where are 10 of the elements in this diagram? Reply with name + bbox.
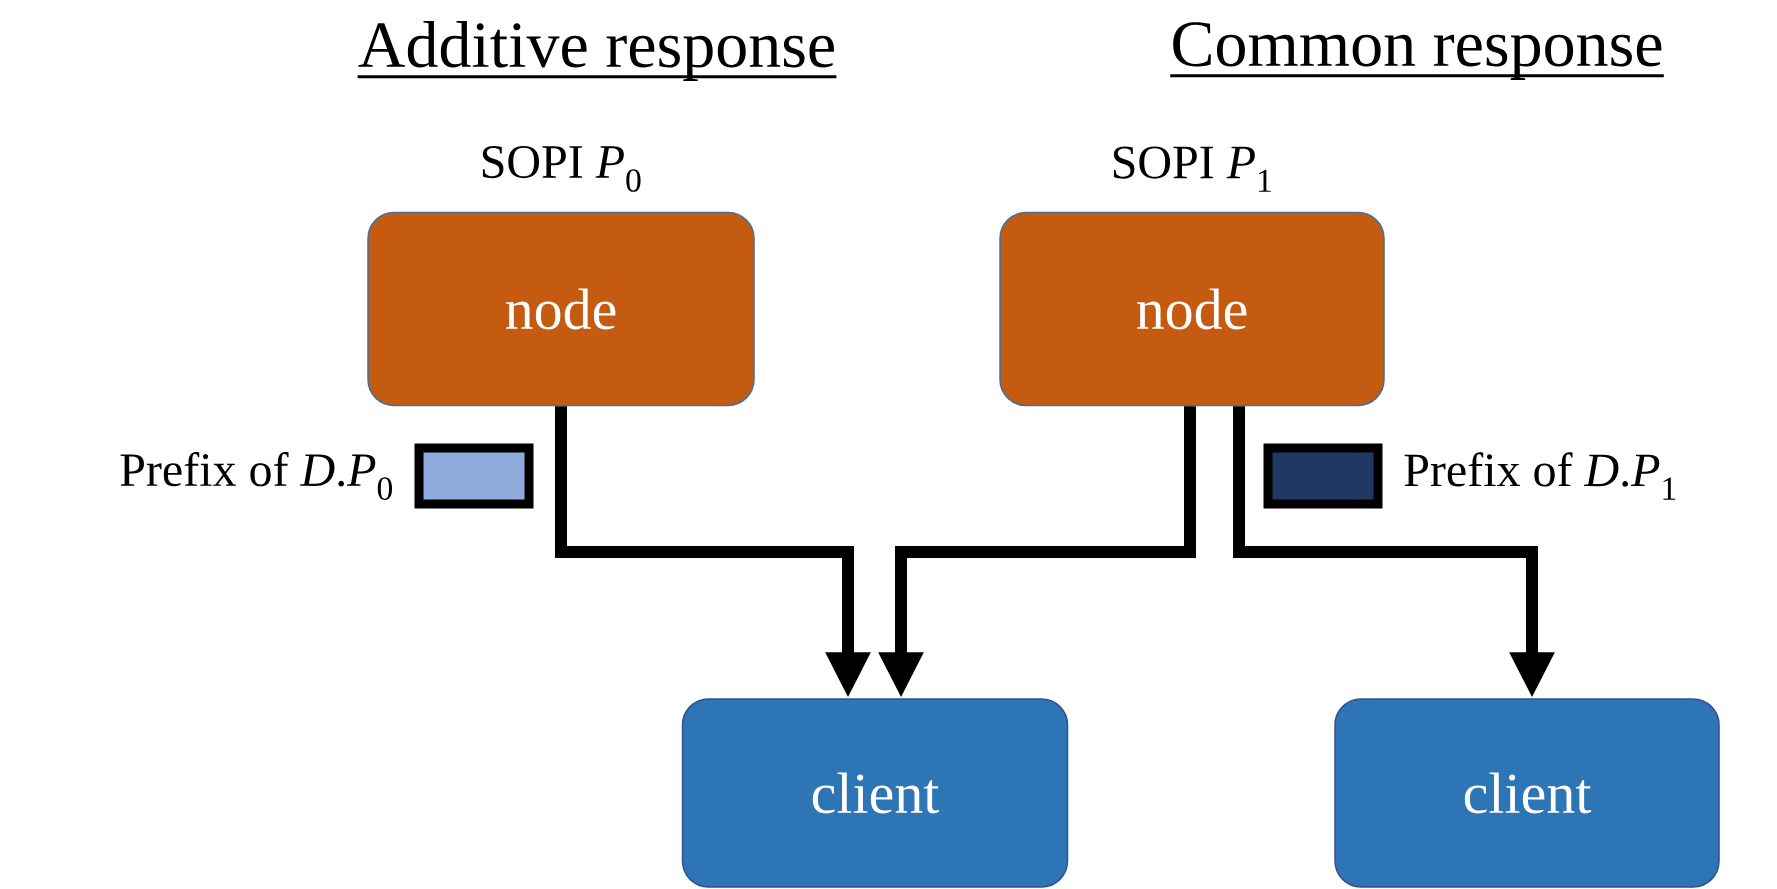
rounded-box: node [367,211,755,407]
node-caption: SOPI P$_{0}$ [482,145,641,192]
rounded-box: client [681,698,1069,888]
node-caption: SOPI P$_{1}$ [1113,146,1271,192]
legend-text: Prefix of D.P$_{1}$ [1404,452,1676,500]
legend-text: Prefix of D.P$_{0}$ [120,452,392,500]
rounded-box: node [999,211,1385,407]
column-heading: Additive response [357,21,837,81]
column-heading: Common response [1170,22,1664,80]
rounded-box: client [1334,698,1720,888]
